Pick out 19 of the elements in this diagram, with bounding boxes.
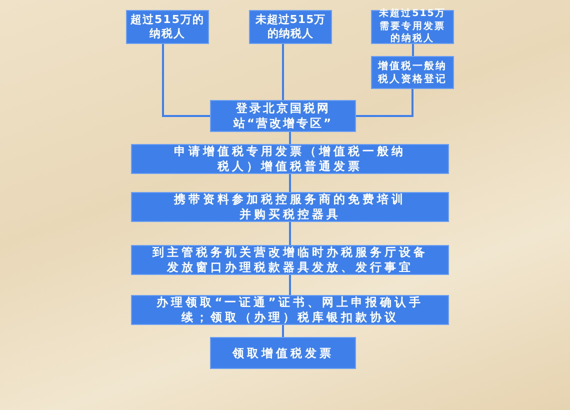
- connector-line: [289, 222, 291, 245]
- process-box: 办理领取“一证通”证书、网上申报确认手续；领取（办理）税库银扣款协议: [131, 295, 449, 325]
- process-box: 超过515万的纳税人: [126, 10, 209, 44]
- process-box: 领取增值税发票: [210, 337, 356, 369]
- connector-line: [289, 132, 291, 144]
- connector-line: [282, 325, 284, 337]
- connector-line: [162, 44, 210, 117]
- connector-line: [356, 89, 414, 117]
- process-box: 登录北京国税网站“营改增专区”: [210, 100, 356, 132]
- connector-line: [289, 174, 291, 192]
- connector-line: [282, 44, 284, 100]
- connector-line: [289, 275, 291, 295]
- process-box: 到主管税务机关营改增临时办税服务厅设备发放窗口办理税款器具发放、发行事宜: [131, 245, 449, 275]
- process-box: 申请增值税专用发票（增值税一般纳税人）增值税普通发票: [131, 144, 449, 174]
- process-box: 增值税一般纳税人资格登记: [371, 56, 454, 89]
- process-box: 未超过515万需要专用发票的纳税人: [371, 10, 454, 44]
- process-box: 携带资料参加税控服务商的免费培训并购买税控器具: [131, 192, 449, 222]
- connector-line: [412, 44, 414, 56]
- process-box: 未超过515万的纳税人: [249, 10, 332, 44]
